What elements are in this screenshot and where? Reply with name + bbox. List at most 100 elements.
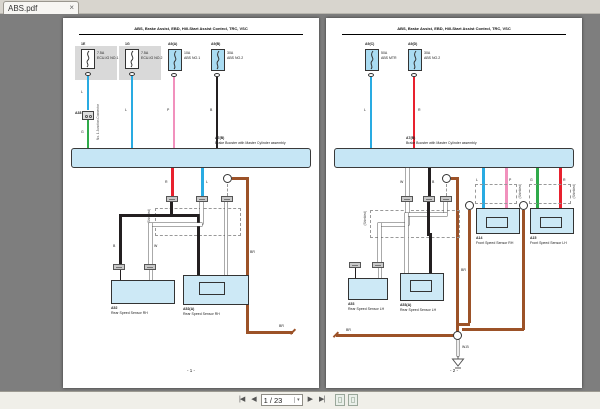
fuse-code: A9(C): [365, 42, 375, 46]
bus-name: Brake Booster with Master Cylinder assem…: [406, 141, 477, 145]
page-number-value: 1 / 23: [263, 395, 283, 405]
fuse-amp: 10A: [184, 51, 191, 55]
dropdown-caret-icon[interactable]: ▾: [294, 397, 300, 403]
wire-segment: [119, 270, 121, 280]
title-rule: [79, 34, 303, 35]
junction-circle: [519, 201, 528, 210]
wire-color-code: L: [125, 108, 127, 112]
shield-label: (Shielded): [518, 184, 522, 199]
wire-color-code: B: [113, 244, 116, 248]
wire-segment: [87, 76, 89, 110]
fuse-curve-icon: [173, 50, 177, 70]
wire-segment: [427, 202, 430, 236]
component-code: A52: [111, 306, 118, 310]
fuse-symbol: [125, 49, 139, 69]
wire-color-code: G: [81, 130, 84, 134]
bus-code: A7(B): [406, 136, 416, 140]
inline-connector: [166, 196, 178, 202]
wire-segment: [225, 202, 227, 275]
wire-segment: [173, 77, 175, 148]
wire-color-code: W: [400, 180, 404, 184]
wire-segment: [232, 177, 248, 180]
wire-segment: [378, 223, 381, 262]
inline-connector: [372, 262, 384, 268]
junction-circle: [465, 201, 474, 210]
wire-segment: [459, 323, 470, 326]
wire-segment: [451, 177, 459, 180]
fuse-amp: 7.5A: [141, 51, 149, 55]
fuse-code: A9(B): [211, 42, 221, 46]
ground-symbol-icon: [451, 356, 465, 369]
junction-circle: [442, 174, 451, 183]
component-name: Front Speed Sensor LH: [530, 240, 567, 245]
sensor-inner-element: [486, 217, 508, 228]
rear-speed-sensor-lh: [348, 278, 388, 300]
wire-segment: [429, 233, 432, 273]
wire-segment: [149, 223, 202, 226]
fuse-name: ABS NO.2: [424, 56, 441, 60]
facing-page-view-icon[interactable]: [348, 394, 359, 406]
off-page-arrow-icon: [289, 328, 296, 335]
page-navigation: |◀ ◀ 1 / 23 ▾ ▶ ▶|: [237, 394, 359, 406]
rear-speed-sensor-rh: [111, 280, 175, 304]
sensor-inner-element: [199, 282, 225, 295]
fuse-curve-icon: [130, 50, 134, 68]
fuse-name: ECU-IG NO.2: [141, 56, 163, 60]
wire-segment: [406, 168, 409, 196]
last-page-button[interactable]: ▶|: [318, 396, 325, 404]
wire-color-code: P: [509, 178, 512, 182]
component-code: A53(A): [400, 303, 412, 307]
brake-booster-ecu-bar: [334, 148, 574, 168]
wire-segment: [428, 168, 431, 196]
fuse-amp: 30A: [424, 51, 431, 55]
component-code: A53: [348, 302, 355, 306]
wire-segment: [150, 270, 152, 280]
title-rule: [342, 34, 566, 35]
first-page-button[interactable]: |◀: [239, 396, 245, 404]
wire-segment: [149, 223, 152, 264]
page-number: - 2 -: [449, 368, 458, 373]
fuse-name: ECU-IG NO.1: [97, 56, 119, 60]
dashed-link: [446, 184, 447, 196]
wire-color-code: BR: [346, 328, 351, 332]
close-tab-icon[interactable]: ×: [69, 3, 74, 12]
shield-boundary: [529, 184, 571, 204]
wire-color-code: B: [210, 108, 213, 112]
sensor-inner-element: [410, 280, 432, 292]
sensor-inner-element: [540, 217, 562, 228]
inline-connector: [221, 196, 233, 202]
wire-segment: [405, 213, 408, 273]
junction-connector-label: No. 1 Junction Connector: [96, 104, 100, 140]
wire-segment: [216, 77, 218, 148]
fuse-code: A9(D): [408, 42, 418, 46]
inline-connector: [113, 264, 125, 270]
fuse-code: 1G: [125, 42, 130, 46]
wire-segment: [370, 77, 372, 148]
viewer-toolbar: |◀ ◀ 1 / 23 ▾ ▶ ▶|: [0, 391, 600, 409]
page-number-input[interactable]: 1 / 23 ▾: [260, 394, 303, 406]
fuse-symbol: [365, 49, 379, 71]
junction-connector: [82, 111, 94, 120]
diagram-title: ABS, Brake Assist, EBD, Hill-Start Assis…: [397, 26, 511, 31]
next-page-button[interactable]: ▶: [307, 396, 313, 404]
previous-page-button[interactable]: ◀: [251, 396, 256, 404]
fuse-symbol: [81, 49, 95, 69]
wire-color-code: W: [154, 244, 158, 248]
component-name: Rear Speed Sensor RH: [111, 310, 148, 315]
page-number: - 1 -: [186, 368, 195, 373]
component-name: Front Speed Sensor RH: [476, 240, 514, 245]
wire-segment: [197, 214, 200, 275]
wire-segment: [119, 214, 122, 264]
junction-circle: [223, 174, 232, 183]
wire-color-code: BR: [250, 250, 255, 254]
wire-segment: [444, 202, 447, 215]
wire-segment: [119, 214, 200, 217]
wire-color-code: L: [206, 180, 208, 184]
document-tab[interactable]: ABS.pdf ×: [3, 1, 79, 14]
shield-label: (Shielded): [572, 184, 576, 199]
component-code: A14: [476, 236, 483, 240]
pin-connector: [171, 73, 177, 77]
single-page-view-icon[interactable]: [335, 394, 346, 406]
wire-segment: [559, 168, 562, 208]
tab-title: ABS.pdf: [8, 3, 38, 13]
